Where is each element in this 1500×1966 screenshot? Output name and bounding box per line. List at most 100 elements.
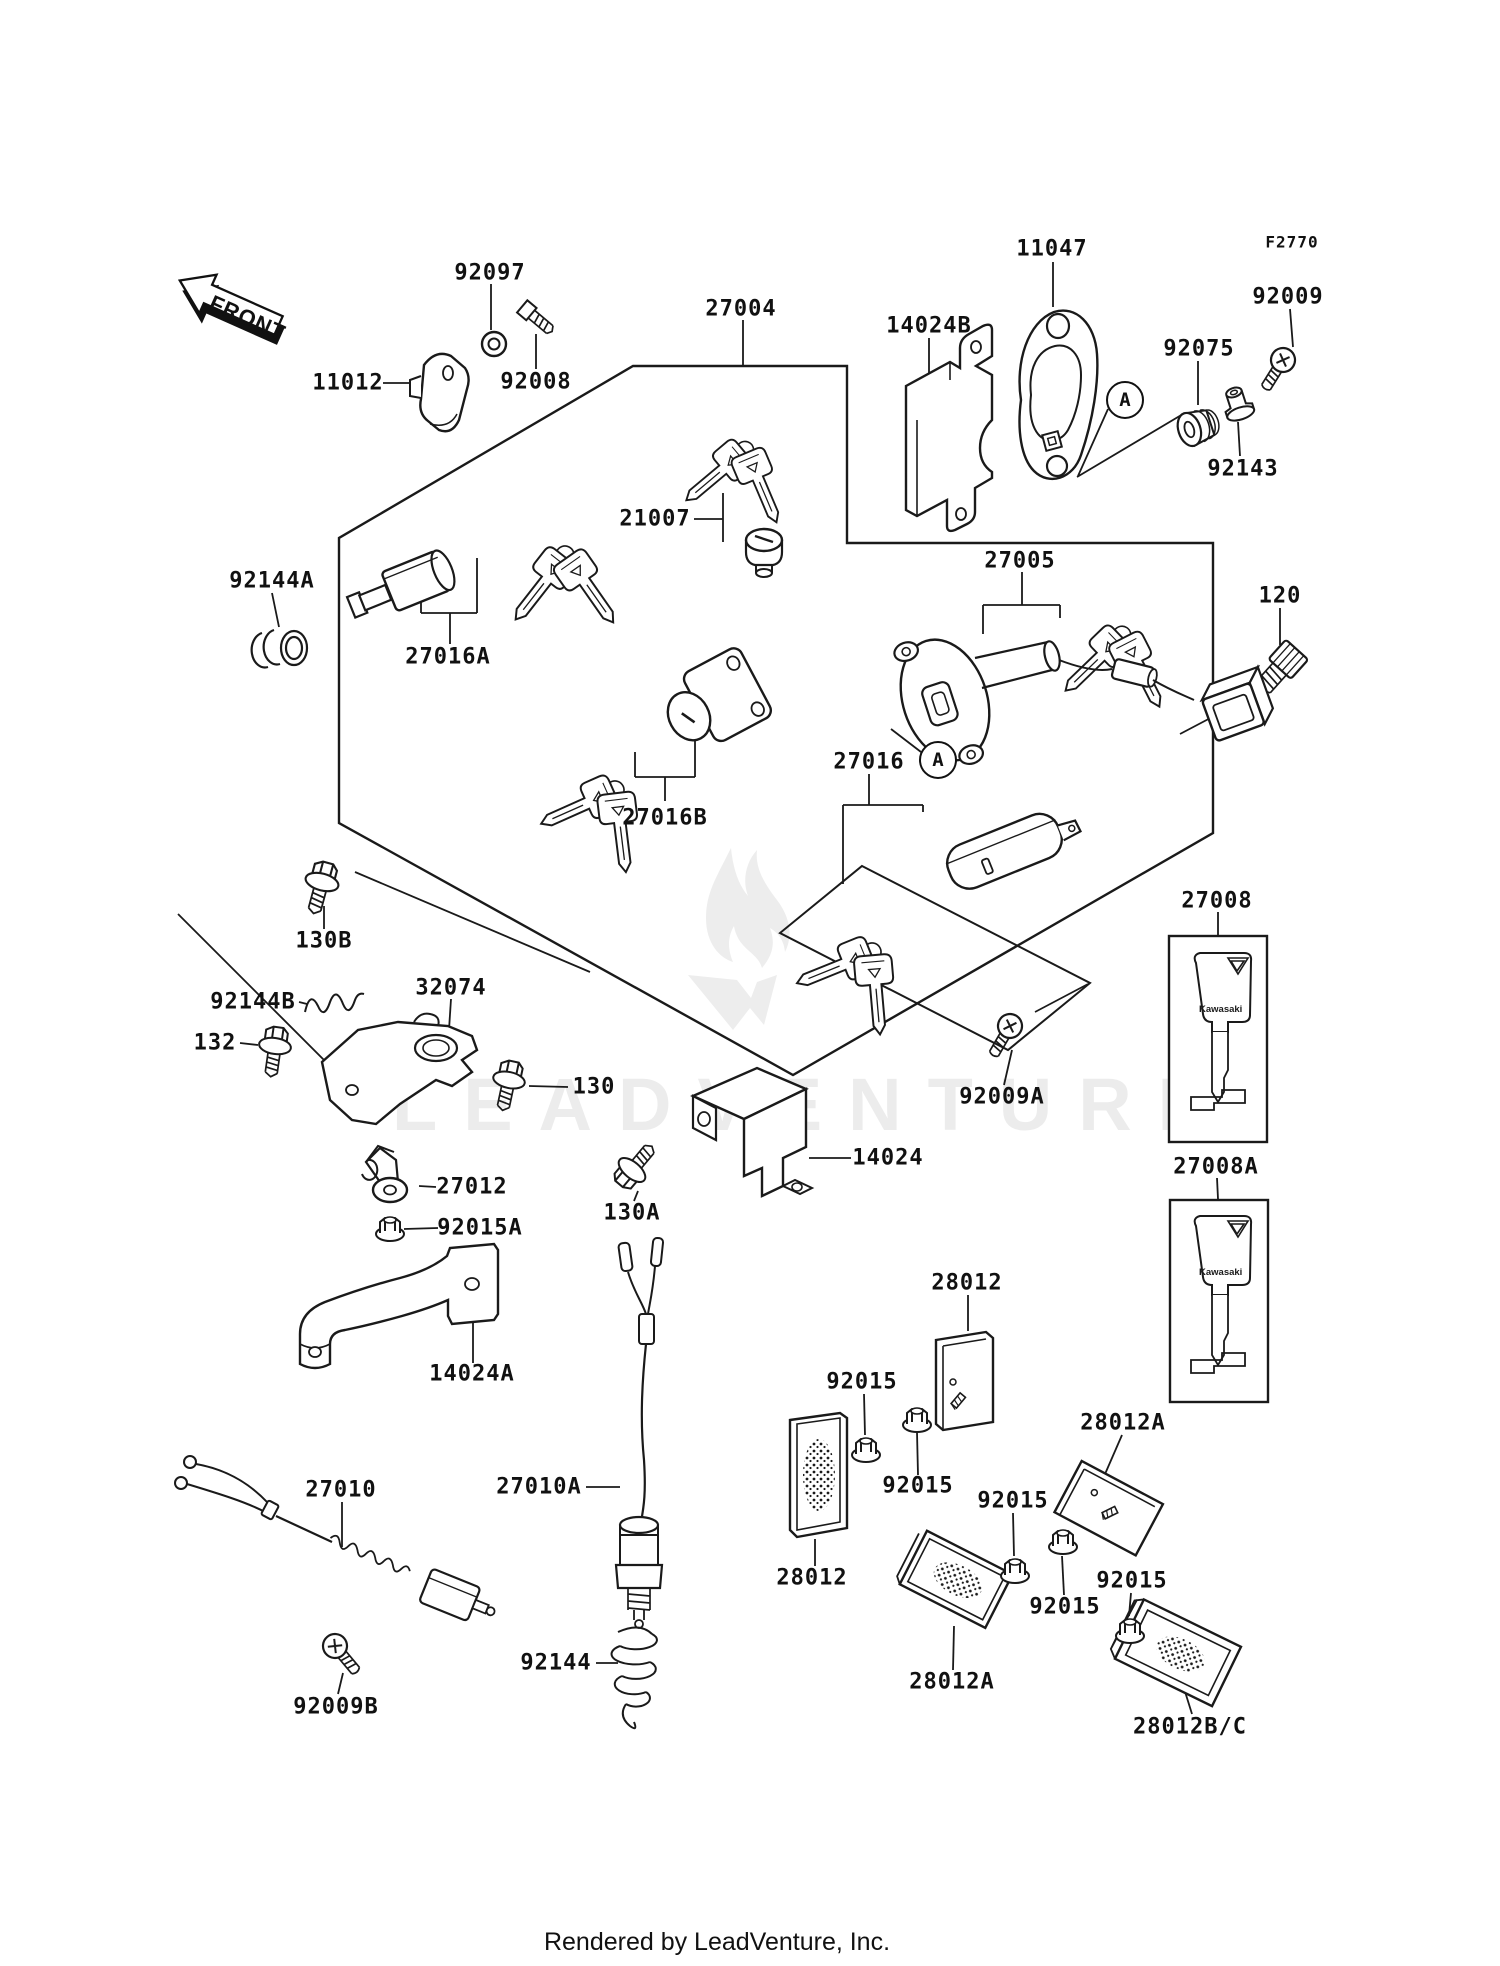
- part-label-92075[interactable]: 92075: [1163, 336, 1235, 362]
- part-label-92144b[interactable]: 92144B: [210, 989, 296, 1015]
- part-key-blank-27008a: Kawasaki: [1168, 1198, 1270, 1404]
- part-label-92144[interactable]: 92144: [520, 1650, 592, 1676]
- part-label-92009b[interactable]: 92009B: [293, 1694, 379, 1720]
- part-screw-92009: [1253, 342, 1301, 397]
- part-label-92097[interactable]: 92097: [454, 260, 526, 286]
- callout-a[interactable]: A: [1106, 381, 1144, 419]
- callout-a[interactable]: A: [919, 741, 957, 779]
- part-label-92015[interactable]: 92015: [977, 1488, 1049, 1514]
- part-screw-92009a: [981, 1008, 1028, 1063]
- part-label-130[interactable]: 130: [572, 1074, 616, 1100]
- part-bolt-132: [253, 1023, 295, 1080]
- part-cap-21007: [744, 527, 784, 578]
- front-arrow: FRONT: [177, 273, 290, 346]
- part-washer-92097: [480, 330, 508, 358]
- part-nut-92015a: [375, 1216, 405, 1242]
- part-bolt-92008: [515, 298, 554, 335]
- part-spring-92144: [610, 1626, 658, 1730]
- part-grommet-92075: [1176, 409, 1220, 448]
- part-label-120[interactable]: 120: [1258, 583, 1302, 609]
- part-keys-27016: [780, 923, 914, 1042]
- part-label-28012b-c[interactable]: 28012B/C: [1133, 1714, 1247, 1740]
- part-label-27004[interactable]: 27004: [705, 296, 777, 322]
- leader-92009a-extra: [1034, 983, 1089, 1013]
- group-outline-boxes: [337, 364, 1215, 1077]
- part-label-27008[interactable]: 27008: [1181, 888, 1253, 914]
- part-spring-92144b: [304, 992, 365, 1013]
- part-label-92009[interactable]: 92009: [1252, 284, 1324, 310]
- part-brake-switch-27010: [174, 1455, 496, 1622]
- part-bracket-14024: [690, 1066, 815, 1198]
- part-nut-92015: [1115, 1618, 1145, 1644]
- part-bracket-14024a: [298, 1242, 500, 1370]
- part-label-27012[interactable]: 27012: [436, 1174, 508, 1200]
- part-label-28012[interactable]: 28012: [776, 1565, 848, 1591]
- part-label-21007[interactable]: 21007: [619, 506, 691, 532]
- part-label-28012a[interactable]: 28012A: [909, 1669, 995, 1695]
- part-label-27010a[interactable]: 27010A: [496, 1474, 582, 1500]
- diagram-code: F2770: [1265, 232, 1319, 252]
- part-reflector-28012-front: [788, 1411, 849, 1539]
- part-label-92008[interactable]: 92008: [500, 369, 572, 395]
- part-label-27008a[interactable]: 27008A: [1173, 1154, 1259, 1180]
- part-label-32074[interactable]: 32074: [415, 975, 487, 1001]
- part-nut-92015: [902, 1407, 932, 1433]
- part-key-blank-27008: Kawasaki: [1167, 934, 1269, 1144]
- part-label-27016a[interactable]: 27016A: [405, 644, 491, 670]
- part-bracket-32074: [320, 1012, 479, 1126]
- key-brand-text: Kawasaki: [1199, 1267, 1242, 1278]
- footer-credit: Rendered by LeadVenture, Inc.: [543, 1928, 891, 1956]
- part-bushing-92143: [1224, 386, 1256, 422]
- part-reflector-28012a-back: [1052, 1459, 1165, 1558]
- part-label-11012[interactable]: 11012: [312, 370, 384, 396]
- part-lever-27012: [361, 1144, 409, 1204]
- part-key-cover-11012: [409, 352, 470, 433]
- part-label-28012[interactable]: 28012: [931, 1270, 1003, 1296]
- part-label-92143[interactable]: 92143: [1207, 456, 1279, 482]
- part-label-14024a[interactable]: 14024A: [429, 1361, 515, 1387]
- part-label-92015a[interactable]: 92015A: [437, 1215, 523, 1241]
- part-label-14024b[interactable]: 14024B: [886, 313, 972, 339]
- part-label-130b[interactable]: 130B: [295, 928, 353, 954]
- part-label-28012a[interactable]: 28012A: [1080, 1410, 1166, 1436]
- part-helmet-lock-27016b: [666, 647, 773, 743]
- part-lock-cylinder-27016a: [345, 549, 456, 619]
- part-nut-92015: [1048, 1529, 1078, 1555]
- part-label-92009a[interactable]: 92009A: [959, 1084, 1045, 1110]
- part-label-130a[interactable]: 130A: [603, 1200, 661, 1226]
- front-arrow-label: FRONT: [206, 290, 290, 346]
- key-brand-text: Kawasaki: [1199, 1004, 1242, 1015]
- part-label-92015[interactable]: 92015: [882, 1473, 954, 1499]
- part-label-27005[interactable]: 27005: [984, 548, 1056, 574]
- part-screw-120: [1256, 639, 1309, 694]
- part-ignition-switch-27005: [893, 638, 1275, 766]
- part-gasket-11047: [1018, 309, 1099, 481]
- part-rings-92144a: [250, 628, 309, 669]
- part-cover-14024b: [904, 323, 994, 533]
- part-label-11047[interactable]: 11047: [1016, 236, 1088, 262]
- part-label-27010[interactable]: 27010: [305, 1477, 377, 1503]
- part-bolt-130: [485, 1057, 530, 1115]
- part-label-132[interactable]: 132: [193, 1030, 237, 1056]
- part-label-92015[interactable]: 92015: [826, 1369, 898, 1395]
- part-bolt-130a: [606, 1134, 666, 1196]
- part-label-27016[interactable]: 27016: [833, 749, 905, 775]
- part-label-92015[interactable]: 92015: [1096, 1568, 1168, 1594]
- part-nut-92015: [1000, 1558, 1030, 1584]
- part-reflector-28012-back: [934, 1330, 995, 1432]
- part-rear-brake-switch-27010a: [614, 1236, 665, 1629]
- part-screw-92009b: [316, 1627, 368, 1681]
- part-label-27016b[interactable]: 27016B: [622, 805, 708, 831]
- part-reflector-28012a-front: [896, 1529, 1015, 1630]
- part-keys-27016a: [486, 527, 632, 661]
- part-nut-92015: [851, 1437, 881, 1463]
- part-seat-lock-27016: [945, 812, 1083, 890]
- part-label-92015[interactable]: 92015: [1029, 1594, 1101, 1620]
- part-label-14024[interactable]: 14024: [852, 1145, 924, 1171]
- part-label-92144a[interactable]: 92144A: [229, 568, 315, 594]
- part-reflector-28012bc: [1109, 1597, 1243, 1708]
